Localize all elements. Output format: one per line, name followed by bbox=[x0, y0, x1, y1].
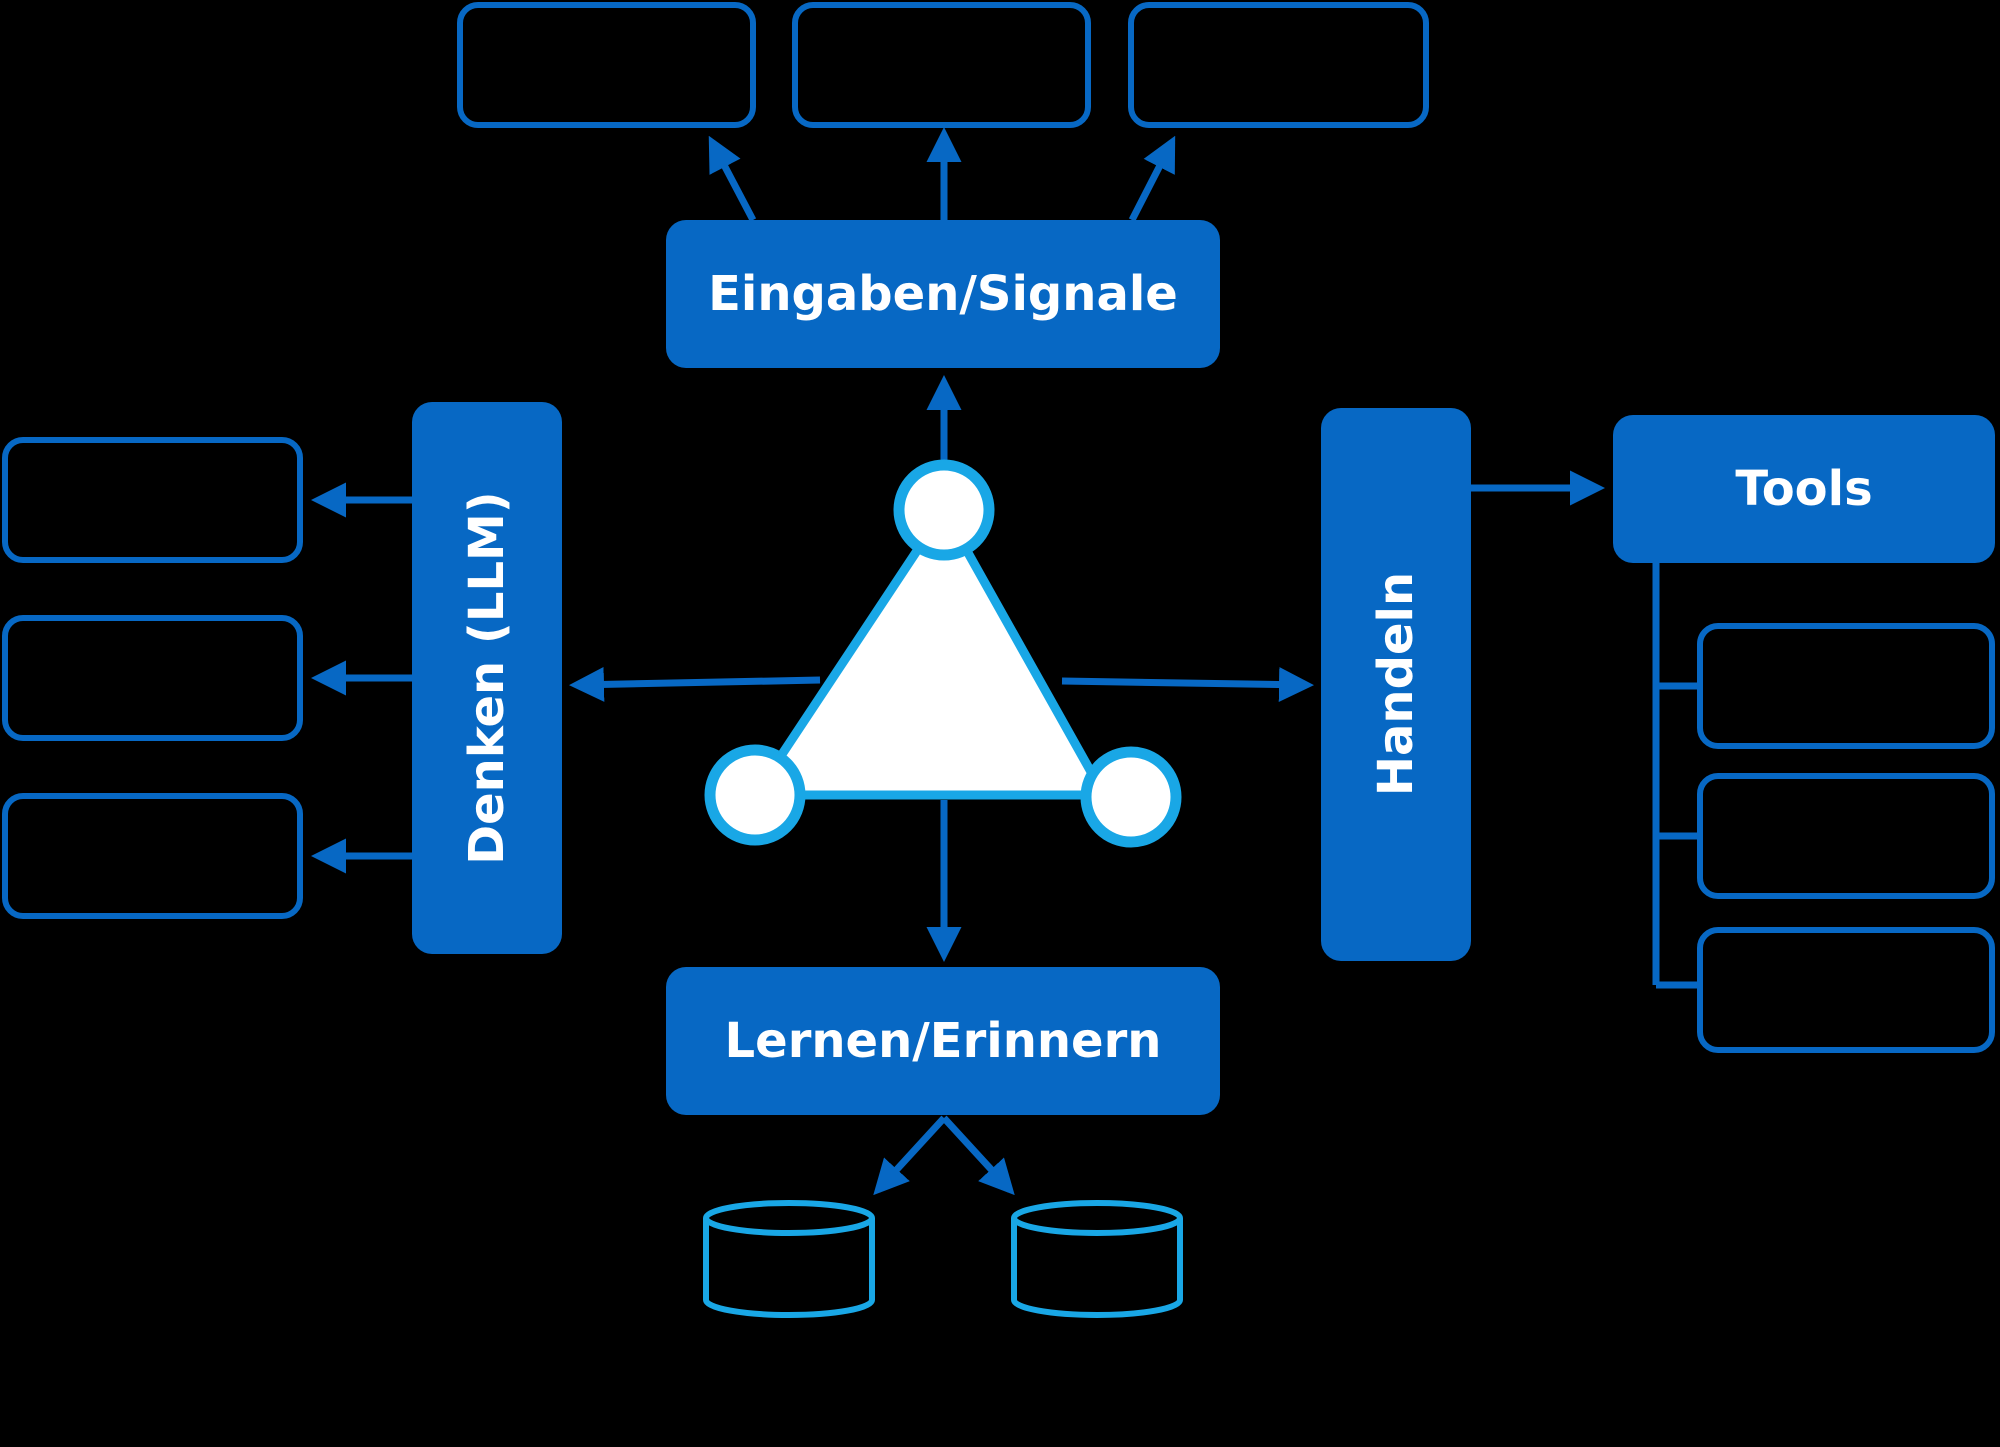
learning-arrows bbox=[873, 1115, 1015, 1196]
input-output-boxes bbox=[457, 2, 1429, 128]
thinking-label: Denken (LLM) bbox=[459, 491, 515, 864]
input-output-box-1 bbox=[457, 2, 756, 128]
tools-connector bbox=[1652, 563, 1700, 989]
node-circle-left bbox=[704, 744, 806, 846]
arrow-input-to-box-1 bbox=[708, 135, 757, 222]
arrow-center-to-thinking bbox=[569, 666, 821, 702]
input-output-box-3 bbox=[1128, 2, 1429, 128]
arrow-center-to-acting bbox=[1061, 667, 1314, 703]
arrow-learning-to-db-1 bbox=[873, 1115, 947, 1196]
database-cylinder-icon bbox=[703, 1200, 1183, 1318]
database-2 bbox=[1011, 1200, 1183, 1318]
input-output-box-2 bbox=[792, 2, 1091, 128]
inputs-node: Eingaben/Signale bbox=[666, 220, 1220, 368]
learning-node: Lernen/Erinnern bbox=[666, 967, 1220, 1115]
tool-box-1 bbox=[1697, 623, 1995, 749]
center-arrows bbox=[569, 375, 1314, 962]
arrow-input-to-box-3 bbox=[1128, 135, 1176, 222]
tool-box-3 bbox=[1697, 927, 1995, 1053]
triangle-network-icon bbox=[704, 459, 1182, 848]
thinking-output-boxes bbox=[2, 437, 303, 919]
thinking-output-box-2 bbox=[2, 615, 303, 741]
node-circle-top bbox=[893, 459, 995, 561]
thinking-arrows bbox=[311, 482, 412, 874]
arrow-learning-to-db-2 bbox=[941, 1115, 1015, 1196]
inputs-label: Eingaben/Signale bbox=[708, 266, 1178, 322]
acting-box bbox=[1321, 408, 1471, 961]
tool-box-2 bbox=[1697, 773, 1995, 899]
thinking-box bbox=[412, 402, 562, 954]
learning-box bbox=[666, 967, 1220, 1115]
database-1 bbox=[703, 1200, 875, 1318]
tools-box bbox=[1613, 415, 1995, 563]
input-arrows bbox=[708, 127, 1176, 222]
acting-label: Handeln bbox=[1368, 572, 1424, 796]
inputs-box bbox=[666, 220, 1220, 368]
tools-node: Tools bbox=[1613, 415, 1995, 563]
thinking-output-box-1 bbox=[2, 437, 303, 563]
tool-boxes bbox=[1697, 623, 1995, 1053]
node-circle-right bbox=[1080, 746, 1182, 848]
tools-label: Tools bbox=[1735, 461, 1872, 517]
acting-node: Handeln bbox=[1321, 408, 1471, 961]
thinking-node: Denken (LLM) bbox=[412, 402, 562, 954]
learning-label: Lernen/Erinnern bbox=[725, 1013, 1162, 1069]
thinking-output-box-3 bbox=[2, 793, 303, 919]
